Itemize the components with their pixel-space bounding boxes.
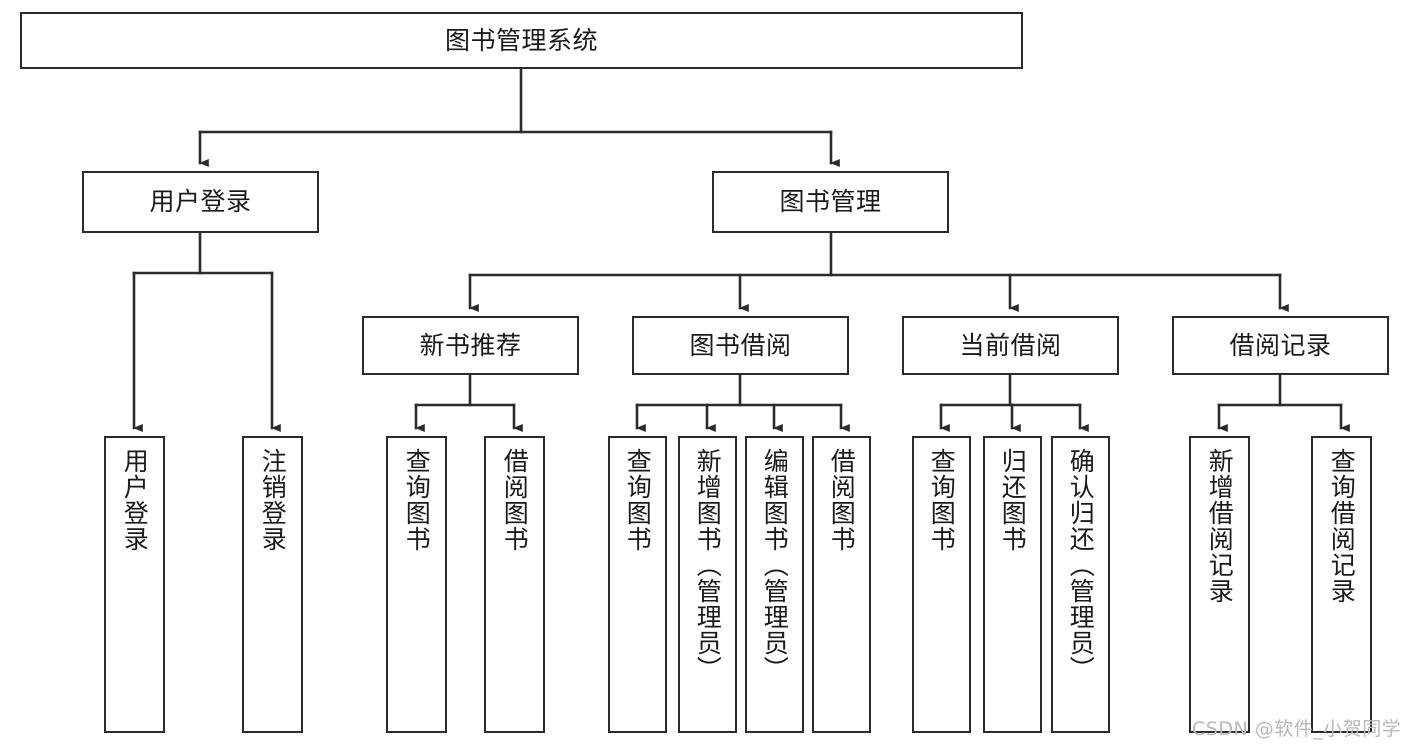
node-leaf-confirm-return-label: 确认归还（管理员） (1066, 448, 1096, 682)
node-leaf-query-book-3-label: 查询图书 (927, 448, 957, 552)
node-leaf-user-logout-label: 注销登录 (258, 448, 288, 552)
node-leaf-query-book-1-label: 查询图书 (402, 448, 432, 552)
node-leaf-borrow-book-1-label: 借阅图书 (500, 448, 530, 552)
node-current-borrow-label: 当前借阅 (959, 330, 1062, 360)
node-leaf-add-book[interactable]: 新增图书（管理员） (678, 436, 737, 733)
node-leaf-user-login[interactable]: 用户登录 (104, 436, 165, 733)
node-leaf-add-record-label: 新增借阅记录 (1205, 448, 1235, 604)
node-leaf-query-book-3[interactable]: 查询图书 (912, 436, 971, 733)
node-leaf-edit-book-label: 编辑图书（管理员） (760, 448, 790, 682)
node-book-manage[interactable]: 图书管理 (712, 171, 949, 233)
node-leaf-query-book-2[interactable]: 查询图书 (608, 436, 667, 733)
node-new-book-rec-label: 新书推荐 (419, 330, 522, 360)
node-leaf-borrow-book-1[interactable]: 借阅图书 (484, 436, 545, 733)
node-leaf-edit-book[interactable]: 编辑图书（管理员） (745, 436, 804, 733)
node-new-book-rec[interactable]: 新书推荐 (362, 316, 579, 375)
node-root-label: 图书管理系统 (444, 25, 598, 55)
node-leaf-return-book[interactable]: 归还图书 (983, 436, 1042, 733)
node-leaf-query-book-1[interactable]: 查询图书 (386, 436, 447, 733)
node-leaf-query-record-label: 查询借阅记录 (1327, 448, 1357, 604)
node-user-login[interactable]: 用户登录 (82, 171, 319, 233)
node-current-borrow[interactable]: 当前借阅 (902, 316, 1119, 375)
node-leaf-confirm-return[interactable]: 确认归还（管理员） (1051, 436, 1110, 733)
node-leaf-borrow-book-2[interactable]: 借阅图书 (812, 436, 871, 733)
node-leaf-add-book-label: 新增图书（管理员） (693, 448, 723, 682)
node-borrow-record[interactable]: 借阅记录 (1172, 316, 1389, 375)
node-book-borrow[interactable]: 图书借阅 (632, 316, 849, 375)
node-leaf-add-record[interactable]: 新增借阅记录 (1189, 436, 1250, 733)
node-borrow-record-label: 借阅记录 (1229, 330, 1332, 360)
node-leaf-query-record[interactable]: 查询借阅记录 (1311, 436, 1372, 733)
node-book-borrow-label: 图书借阅 (689, 330, 792, 360)
node-root[interactable]: 图书管理系统 (20, 12, 1023, 69)
node-leaf-borrow-book-2-label: 借阅图书 (827, 448, 857, 552)
node-leaf-user-login-label: 用户登录 (120, 448, 150, 552)
node-user-login-label: 用户登录 (149, 187, 252, 217)
node-leaf-user-logout[interactable]: 注销登录 (242, 436, 303, 733)
node-leaf-query-book-2-label: 查询图书 (623, 448, 653, 552)
node-book-manage-label: 图书管理 (779, 187, 882, 217)
node-leaf-return-book-label: 归还图书 (998, 448, 1028, 552)
csdn-watermark: CSDN @软件_小贺同学 (1192, 718, 1402, 740)
